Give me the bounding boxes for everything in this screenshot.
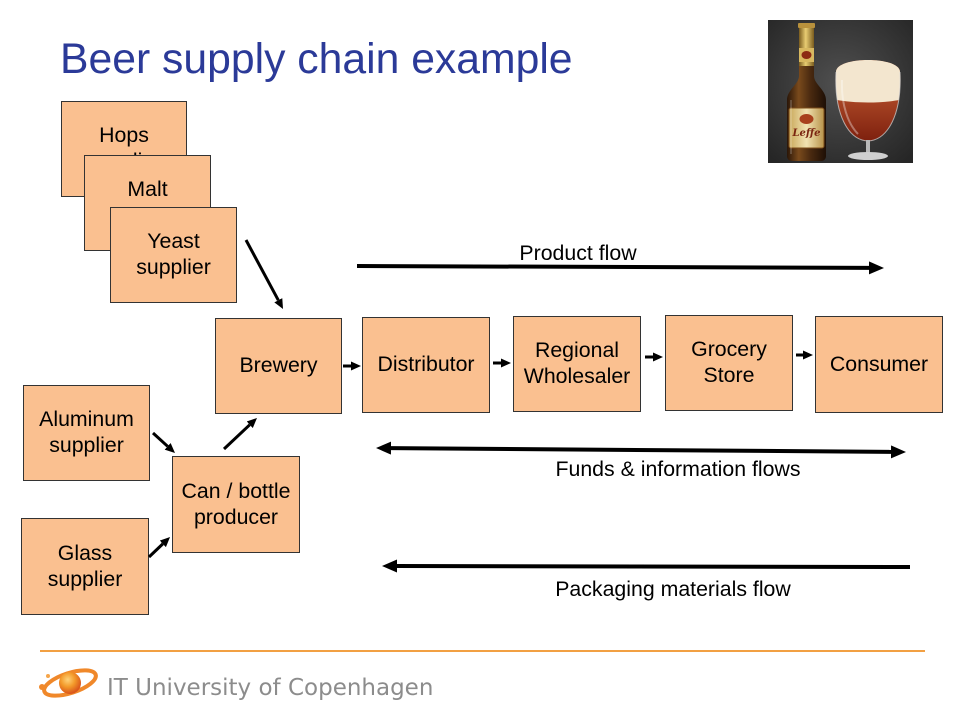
regional-wholesaler-label: Regional Wholesaler: [524, 338, 631, 389]
glass-foam-group: [835, 60, 901, 103]
label-line: Glass: [57, 540, 113, 565]
beer-photo: Leffe: [768, 20, 913, 163]
label-line: supplier: [49, 433, 124, 457]
label-line: Grocery: [691, 337, 767, 362]
brewery-label: Brewery: [239, 353, 317, 379]
footer-org-name: IT University of Copenhagen: [107, 675, 434, 701]
label-line: supplier: [136, 255, 211, 279]
bottle-label: [788, 107, 825, 149]
malt-supplier-label: Malt: [127, 177, 167, 228]
logo-dot: [39, 684, 45, 690]
label-line: Consumer: [829, 351, 929, 376]
yeast-supplier-box: Yeast supplier: [110, 207, 237, 303]
slide-title: Beer supply chain example: [60, 35, 573, 83]
arrow-glass-to-can-bottle-producer: [147, 537, 171, 559]
glass-supplier-box: Glass supplier: [21, 518, 149, 615]
grocery-store-box: Grocery Store: [665, 315, 793, 411]
itu-logo-icon: [39, 668, 98, 698]
label-line: Malt: [127, 177, 168, 202]
label-line: Wholesaler: [523, 364, 631, 388]
glass-foam: [835, 60, 901, 103]
label-line: Store: [703, 363, 755, 387]
beer-photo-graphic: Leffe: [768, 20, 913, 163]
regional-wholesaler-box: Regional Wholesaler: [513, 316, 641, 412]
label-line: Hops: [99, 123, 149, 148]
product-flow-arrow: [356, 261, 884, 275]
glass-stem: [866, 140, 870, 155]
bottle-cap: [798, 23, 815, 28]
glass-base: [848, 152, 888, 160]
beer-bottle: Leffe: [787, 23, 826, 161]
glass-supplier-label: Glass supplier: [48, 541, 123, 592]
consumer-box: Consumer: [815, 316, 943, 413]
funds-information-flow-arrow: [376, 441, 906, 459]
aluminum-supplier-box: Aluminum supplier: [23, 385, 150, 481]
logo-sphere: [59, 672, 81, 694]
arrow-suppliers-to-brewery: [244, 239, 284, 310]
can-bottle-producer-label: Can / bottle producer: [182, 479, 291, 530]
packaging-materials-flow-arrow: [382, 559, 911, 573]
grocery-store-label: Grocery Store: [691, 337, 767, 388]
label-line: Brewery: [239, 353, 318, 378]
footer-rule: [40, 650, 925, 652]
bottle-label-emblem: [799, 114, 814, 124]
logo-dot: [46, 674, 50, 678]
packaging-materials-flow-label: Packaging materials flow: [555, 577, 791, 601]
label-line: supplier: [47, 566, 123, 591]
funds-information-flow-label: Funds & information flows: [555, 457, 801, 481]
label-line: Can / bottle: [181, 478, 291, 503]
glass-reflection: [840, 79, 859, 135]
arrow-aluminum-to-can-bottle-producer: [151, 431, 175, 454]
label-line: Regional: [534, 338, 620, 363]
arrow-can-bottle-producer-to-brewery: [222, 417, 257, 451]
label-line: Distributor: [377, 352, 475, 377]
yeast-supplier-label: Yeast supplier: [136, 229, 211, 280]
aluminum-supplier-label: Aluminum supplier: [39, 407, 134, 458]
can-bottle-producer-box: Can / bottle producer: [172, 456, 300, 553]
consumer-label: Consumer: [830, 352, 928, 378]
brewery-box: Brewery: [215, 318, 342, 414]
bottle-neck-emblem: [801, 51, 812, 59]
product-flow-label: Product flow: [519, 241, 637, 265]
bottle-highlight: [790, 100, 792, 154]
bottle-label-text: Leffe: [791, 128, 820, 139]
label-line: Aluminum: [39, 407, 134, 432]
distributor-label: Distributor: [377, 352, 474, 378]
beer-glass: [835, 60, 901, 160]
label-line: Yeast: [147, 229, 200, 254]
distributor-box: Distributor: [362, 317, 490, 413]
label-line: producer: [193, 504, 279, 529]
